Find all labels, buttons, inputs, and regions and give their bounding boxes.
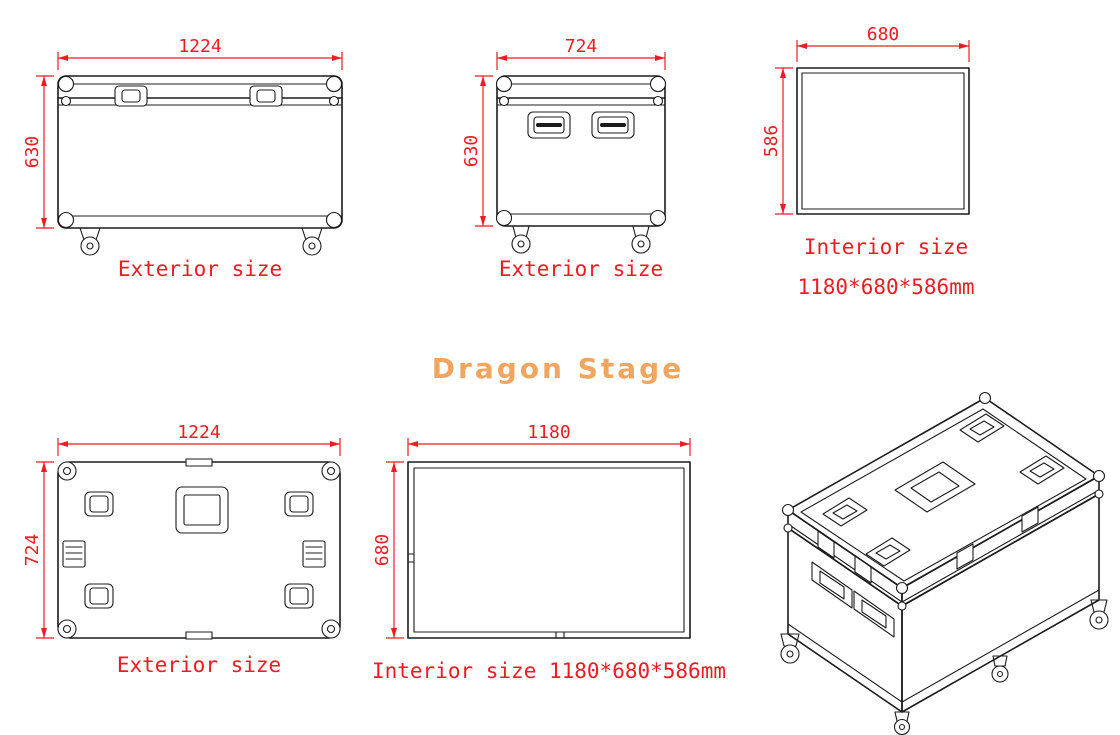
top-height-label: 724 [22,534,43,567]
edge-notch-marks [407,553,565,639]
corner-ball-icons [57,461,341,639]
interior-end-height-label: 586 [761,125,782,158]
butterfly-latch-icon [1021,506,1039,533]
top-width-dimension: 1224 [57,422,341,456]
side-lid-seam-lines [496,83,666,215]
side-case-outline [496,75,666,227]
recessed-handle-icon [591,111,635,139]
recessed-handle-icon [865,537,911,567]
recessed-handle-icon [284,491,314,517]
side-width-dimension: 724 [496,36,666,70]
interior-end-width-label: 680 [867,24,900,45]
interior-plan-width-label: 1180 [527,422,570,443]
front-width-dimension: 1224 [57,36,343,70]
recessed-handle-icon [284,583,314,609]
recessed-handle-icon [853,590,895,638]
recessed-handle-icon [527,111,571,139]
front-lid-seam-lines [57,83,343,217]
interior-end-width-dimension: 680 [796,24,970,62]
interior-end-inner-outline [801,72,965,210]
interior-end-outline [796,67,970,215]
corner-ball-icons [495,75,667,227]
side-caption: Exterior size [499,257,663,281]
interior-end-height-dimension: 586 [761,67,793,215]
iso-top-face-frame [800,408,1087,582]
recessed-handle-icon [959,413,1005,443]
caster-wheel-icon [631,225,651,254]
interior-plan-outline [407,461,691,639]
recessed-handle-icon [84,583,114,609]
front-height-label: 630 [22,136,43,169]
side-height-dimension: 630 [461,75,493,227]
iso-trim-lines [787,489,1100,703]
butterfly-latch-icon [956,543,974,570]
butterfly-latch-icon [817,530,835,559]
interior-end-view: 680 586 Interior size 1180*680*586mm [761,24,975,299]
side-height-label: 630 [461,135,482,168]
top-caption: Exterior size [117,653,281,677]
edge-hinge-icons [185,458,213,640]
caster-wheel-icon [780,633,800,664]
recessed-handle-icon [822,497,868,527]
corner-ball-icons [781,391,1106,611]
front-caption: Exterior size [118,257,282,281]
interior-plan-inner-outline [413,467,685,633]
caster-wheel-icon [893,711,911,735]
edge-latch-icon [62,540,86,568]
caster-wheel-icon [991,655,1009,683]
butterfly-latch-icon [249,85,283,107]
recessed-handle-icon [84,491,114,517]
side-exterior-view: 724 630 Exterior size [461,36,667,281]
isometric-view [780,391,1109,735]
top-exterior-view: 1224 724 Exterior size [22,422,341,677]
interior-plan-view: 1180 680 Interior size 1180*680*586mm [372,422,726,683]
corner-ball-icons [57,75,343,229]
iso-lid-band-right [901,475,1100,607]
top-height-dimension: 724 [22,461,54,639]
center-latch-recess-icon [894,461,976,513]
front-width-label: 1224 [178,36,221,57]
interior-end-caption-line2: 1180*680*586mm [797,275,974,299]
interior-end-caption-line1: Interior size [804,235,968,259]
interior-plan-width-dimension: 1180 [407,422,691,456]
recessed-handle-icon [811,561,853,609]
front-exterior-view: 1224 630 Exterior size [22,36,343,281]
butterfly-latch-icon [114,85,148,107]
caster-wheel-icon [511,225,531,254]
interior-plan-caption: Interior size 1180*680*586mm [372,659,726,683]
front-case-outline [57,75,343,229]
recessed-handle-icon [1019,455,1065,485]
interior-plan-height-label: 680 [372,534,393,567]
front-height-dimension: 630 [22,75,54,229]
caster-wheel-icon [301,227,323,256]
butterfly-latch-icon [854,555,872,584]
top-width-label: 1224 [177,422,220,443]
center-latch-recess-icon [175,486,229,534]
brand-watermark: Dragon Stage [432,352,684,385]
side-width-label: 724 [565,36,598,57]
interior-plan-height-dimension: 680 [372,461,404,639]
edge-latch-icon [302,540,326,568]
caster-wheel-icon [79,227,101,256]
caster-wheel-icon [1089,599,1109,630]
